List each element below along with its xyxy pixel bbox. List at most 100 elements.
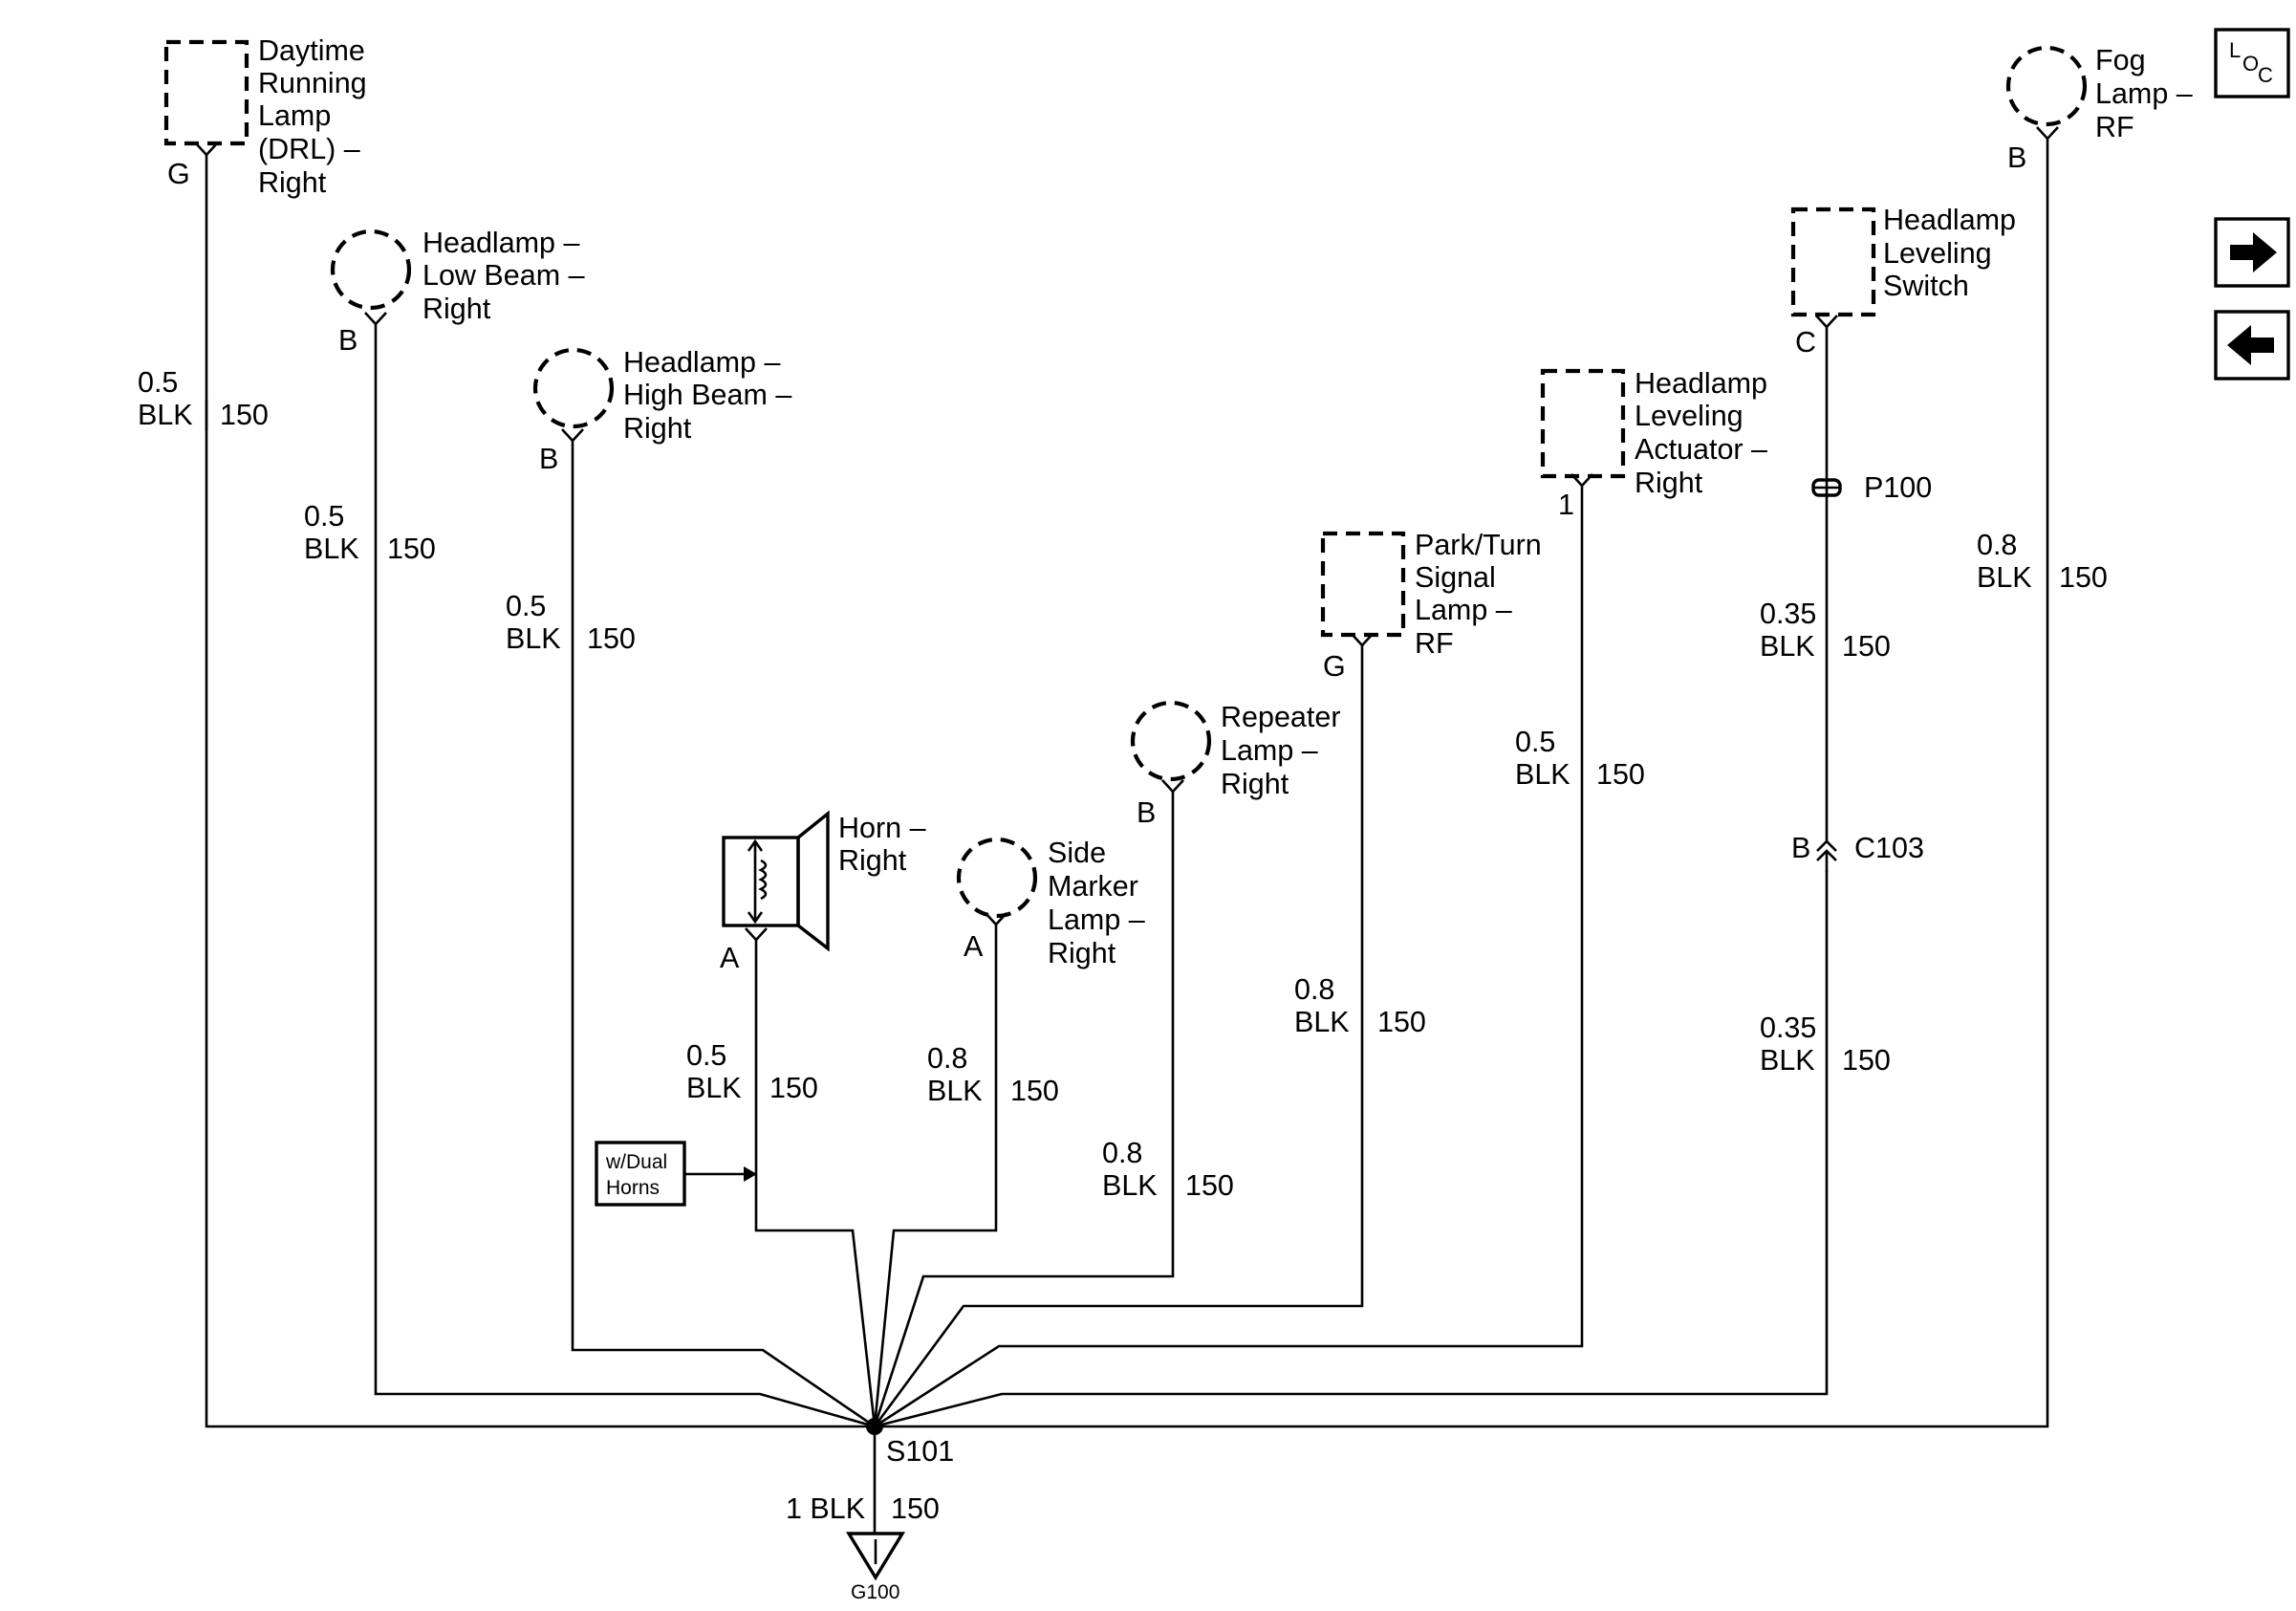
wire-drl: [205, 153, 875, 1428]
side-marker-label-3: Lamp –: [1048, 903, 1145, 936]
fog-label-2: Lamp –: [2095, 77, 2193, 110]
wire-low-beam: [374, 324, 876, 1428]
wire-repeater: [873, 792, 1175, 1427]
loc-letter-l: L: [2229, 38, 2241, 62]
next-page-button-box[interactable]: [2214, 217, 2290, 288]
horn-label-1: Horn –: [838, 812, 926, 844]
wire-actuator-circuit: 150: [1596, 758, 1645, 791]
repeater-pin-arrow: [1161, 779, 1184, 794]
drl-label-1: Daytime: [258, 34, 365, 67]
low-beam-pin: B: [338, 324, 357, 357]
wire-low-beam-circuit: 150: [387, 533, 436, 565]
splice-s101-label: S101: [886, 1435, 954, 1468]
high-beam-pin: B: [539, 443, 558, 475]
repeater-bulb: [1130, 700, 1212, 782]
wire-high-beam-color: BLK: [506, 622, 561, 655]
component-fog-rf: Fog Lamp – RF B: [2005, 44, 2193, 174]
drl-label-4: (DRL) –: [258, 133, 360, 165]
wire-ground-size-color: 1 BLK: [786, 1492, 865, 1525]
switch-pin: C: [1795, 326, 1816, 359]
wire-side-marker-circuit: 150: [1010, 1075, 1059, 1107]
side-marker-label-2: Marker: [1048, 870, 1138, 903]
option-note-arrow-head: [744, 1166, 757, 1182]
park-turn-box: [1320, 531, 1406, 638]
next-page-button[interactable]: [2214, 217, 2290, 288]
wire-labels: 0.5 BLK 150 0.5 BLK 150 0.5 BLK 150 0.5 …: [138, 366, 2108, 1525]
fog-pin: B: [2007, 142, 2026, 174]
wire-park-turn: [873, 645, 1364, 1427]
park-turn-label-4: RF: [1415, 627, 1454, 660]
repeater-label-2: Lamp –: [1221, 734, 1318, 767]
wire-horn: [754, 940, 877, 1427]
loc-button-box[interactable]: [2214, 28, 2290, 98]
wire-switch-lower-size: 0.35: [1760, 1012, 1816, 1044]
component-drl-right: Daytime Running Lamp (DRL) – Right G: [163, 34, 367, 199]
low-beam-label-3: Right: [422, 293, 491, 325]
wire-horn-circuit: 150: [769, 1072, 818, 1104]
wire-low-beam-color: BLK: [304, 533, 359, 565]
wire-fog: [875, 139, 2049, 1428]
wire-horn-size: 0.5: [686, 1039, 726, 1072]
wire-repeater-color: BLK: [1102, 1169, 1158, 1202]
park-turn-label-1: Park/Turn: [1415, 529, 1542, 561]
connector-p100: P100: [1811, 471, 1932, 504]
park-turn-pin-arrow: [1351, 633, 1374, 647]
wire-ground-circuit: 150: [891, 1492, 940, 1525]
repeater-label-3: Right: [1221, 768, 1289, 800]
drl-pin: G: [167, 158, 190, 190]
side-marker-pin-arrow: [985, 912, 1007, 926]
wire-side-marker: [873, 925, 998, 1427]
loc-letter-c: C: [2258, 63, 2273, 87]
wire-drl-size: 0.5: [138, 366, 178, 399]
wire-high-beam-size: 0.5: [506, 590, 546, 622]
wire-repeater-circuit: 150: [1185, 1169, 1234, 1202]
prev-page-button[interactable]: [2214, 310, 2290, 381]
actuator-pin: 1: [1558, 489, 1574, 521]
wire-drl-circuit: 150: [220, 399, 269, 431]
drl-label-3: Lamp: [258, 99, 331, 132]
c103-arrow-1: [1816, 839, 1837, 852]
wires: [205, 139, 2049, 1534]
option-note-line-2: Horns: [606, 1177, 660, 1199]
actuator-label-4: Right: [1635, 467, 1703, 499]
fog-pin-arrow: [2036, 126, 2059, 141]
c103-pin: B: [1791, 832, 1810, 864]
horn-coil: [758, 859, 768, 901]
switch-box: [1790, 207, 1876, 317]
wire-side-marker-color: BLK: [927, 1075, 983, 1107]
low-beam-pin-arrow: [364, 312, 387, 326]
wire-drl-color: BLK: [138, 399, 193, 431]
component-leveling-actuator-right: Headlamp Leveling Actuator – Right 1: [1540, 367, 1767, 521]
wire-switch-upper-color: BLK: [1760, 630, 1815, 663]
switch-label-3: Switch: [1883, 270, 1969, 302]
wire-horn-color: BLK: [686, 1072, 742, 1104]
high-beam-label-1: Headlamp –: [623, 346, 780, 379]
horn-pin-arrow: [745, 927, 768, 942]
wire-fog-size: 0.8: [1977, 529, 2017, 561]
wire-fog-color: BLK: [1977, 561, 2032, 594]
component-horn-right: Horn – Right A: [720, 810, 926, 974]
side-marker-label-1: Side: [1048, 837, 1106, 869]
switch-label-2: Leveling: [1883, 237, 1992, 270]
low-beam-label-1: Headlamp –: [422, 227, 579, 259]
low-beam-bulb: [330, 229, 412, 311]
loc-button[interactable]: L O C: [2214, 28, 2290, 98]
drl-pin-arrow: [195, 142, 218, 157]
wire-actuator-size: 0.5: [1515, 726, 1555, 758]
wire-actuator-color: BLK: [1515, 758, 1570, 791]
wire-switch-upper-circuit: 150: [1842, 630, 1891, 663]
wire-switch-lower-color: BLK: [1760, 1044, 1815, 1077]
wire-repeater-size: 0.8: [1102, 1137, 1142, 1169]
fog-label-3: RF: [2095, 111, 2134, 143]
repeater-pin: B: [1137, 796, 1156, 829]
high-beam-bulb: [532, 347, 615, 429]
switch-pin-arrow: [1815, 315, 1838, 329]
wire-switch-lower-circuit: 150: [1842, 1044, 1891, 1077]
actuator-label-2: Leveling: [1635, 400, 1744, 432]
horn-pin: A: [720, 942, 740, 974]
high-beam-pin-arrow: [561, 428, 584, 443]
prev-page-button-box[interactable]: [2214, 310, 2290, 381]
option-note-line-1: w/Dual: [605, 1151, 667, 1173]
actuator-label-1: Headlamp: [1635, 367, 1767, 400]
wire-park-turn-color: BLK: [1294, 1006, 1350, 1038]
